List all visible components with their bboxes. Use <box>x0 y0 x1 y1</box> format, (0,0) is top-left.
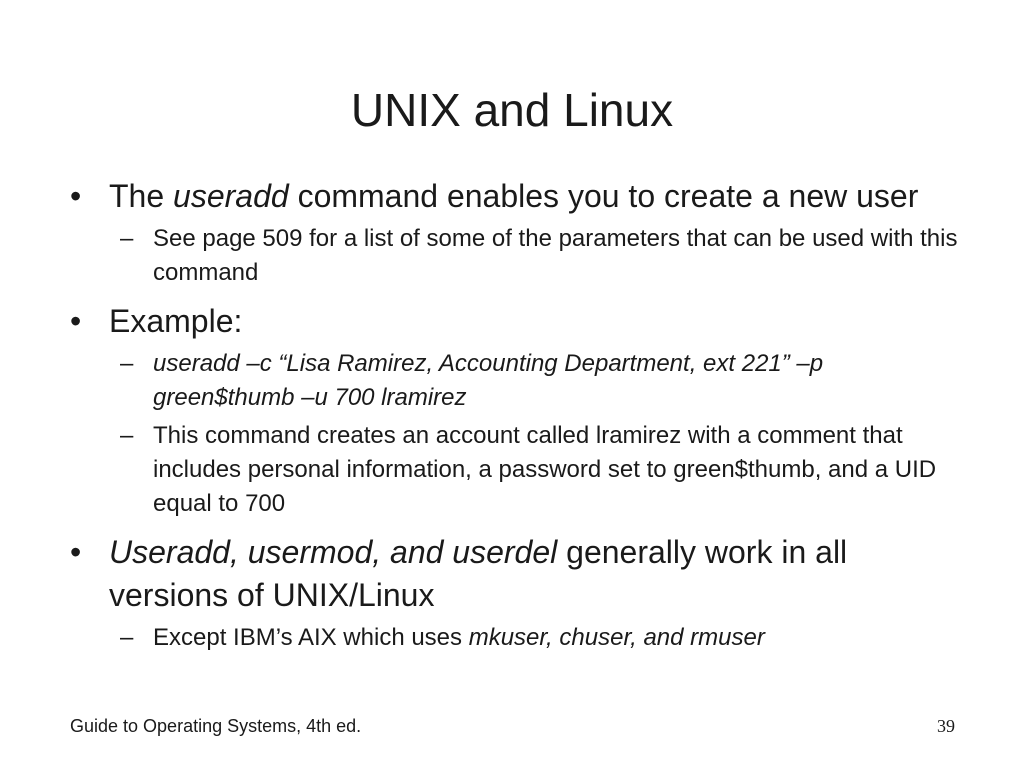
bullet-text: Example: <box>109 303 243 339</box>
dash-marker: – <box>120 422 134 449</box>
sub-bullet-example-command: –useradd –c “Lisa Ramirez, Accounting De… <box>70 347 960 415</box>
bullet-text-pre: The <box>109 178 174 214</box>
bullet-text-post: generally work in all versions of UNIX/L… <box>109 534 848 613</box>
footer-page-number: 39 <box>937 716 955 736</box>
bullet-example: • Example: <box>70 300 960 343</box>
sub-bullet-text: This command creates an account called l… <box>153 422 937 517</box>
dash-marker: – <box>120 624 134 651</box>
slide-title: UNIX and Linux <box>350 84 674 136</box>
bullet-text-commands: Useradd, usermod, and userdel <box>109 534 558 570</box>
sub-bullet-command-text: useradd –c “Lisa Ramirez, Accounting Dep… <box>153 350 824 411</box>
bullet-useradd-usermod-userdel: • Useradd, usermod, and userdel generally… <box>70 531 960 617</box>
dash-marker: – <box>120 350 134 377</box>
footer-book-title: Guide to Operating Systems, 4th ed. <box>70 716 362 736</box>
sub-bullet-aix-exception: –Except IBM’s AIX which uses mkuser, chu… <box>70 621 960 655</box>
bullet-useradd: • The useradd command enables you to crea… <box>70 175 960 218</box>
bullet-marker: • <box>70 303 82 339</box>
sub-bullet-command-explanation: –This command creates an account called … <box>70 419 960 521</box>
bullet-text-command: useradd <box>173 178 289 214</box>
bullet-marker: • <box>70 178 82 214</box>
sub-bullet-text-pre: Except IBM’s AIX which uses <box>153 624 469 651</box>
sub-bullet-text: See page 509 for a list of some of the p… <box>153 225 958 286</box>
bullet-marker: • <box>70 534 82 570</box>
sub-bullet-page-reference: –See page 509 for a list of some of the … <box>70 222 960 290</box>
bullet-text-post: command enables you to create a new user <box>288 178 919 214</box>
dash-marker: – <box>120 225 134 252</box>
sub-bullet-text-commands: mkuser, chuser, and rmuser <box>468 624 765 651</box>
slide-content: • The useradd command enables you to crea… <box>70 175 960 659</box>
